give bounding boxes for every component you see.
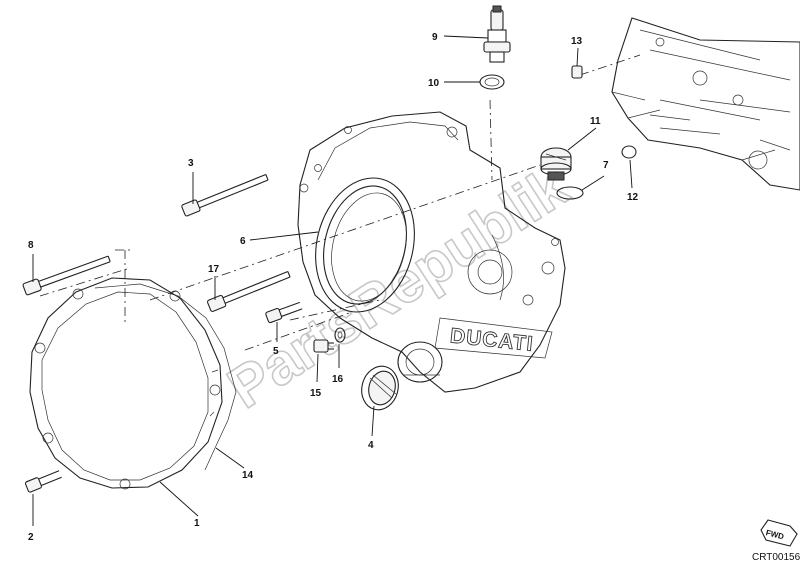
label-4: 4	[368, 440, 374, 451]
sight-glass-4	[361, 365, 399, 411]
label-2: 2	[28, 532, 34, 543]
plug-15	[313, 339, 334, 353]
label-13: 13	[571, 36, 583, 47]
cover-gasket	[94, 283, 237, 471]
crankcase-block	[611, 17, 800, 191]
bolt-17	[207, 270, 291, 312]
o-ring-7	[556, 186, 584, 200]
washer-16	[334, 327, 346, 343]
label-17: 17	[208, 264, 220, 275]
label-6: 6	[240, 236, 246, 247]
label-16: 16	[332, 374, 344, 385]
drawing-code: CRT00156	[752, 552, 800, 563]
dowel-13	[571, 65, 583, 79]
label-8: 8	[28, 240, 34, 251]
label-15: 15	[310, 388, 322, 399]
bolt-3	[181, 173, 269, 217]
label-5: 5	[273, 346, 279, 357]
fwd-text: FWD	[765, 528, 785, 541]
bolt-8	[22, 255, 111, 296]
clutch-cover	[29, 277, 223, 490]
label-11: 11	[590, 116, 601, 127]
label-10: 10	[428, 78, 440, 89]
label-9: 9	[432, 32, 438, 43]
bolt-2	[24, 470, 62, 493]
washer-10	[479, 74, 505, 90]
bolt-5	[265, 301, 303, 324]
o-ring-12	[621, 145, 637, 159]
label-14: 14	[242, 470, 254, 481]
assembly-lines	[39, 54, 641, 351]
part-labels: 9 13 10 11 7 12 3 6 8 17 5 16 15 4 14 1 …	[28, 32, 639, 543]
ducati-engraving: DUCATI	[449, 324, 535, 356]
label-3: 3	[188, 158, 194, 169]
label-1: 1	[194, 518, 200, 529]
label-7: 7	[603, 160, 609, 171]
leader-lines	[32, 35, 633, 526]
fwd-badge: FWD	[760, 519, 798, 547]
seal-ring	[315, 177, 415, 313]
filler-cap-11	[540, 147, 572, 181]
sensor-9	[483, 5, 511, 63]
label-12: 12	[627, 192, 639, 203]
